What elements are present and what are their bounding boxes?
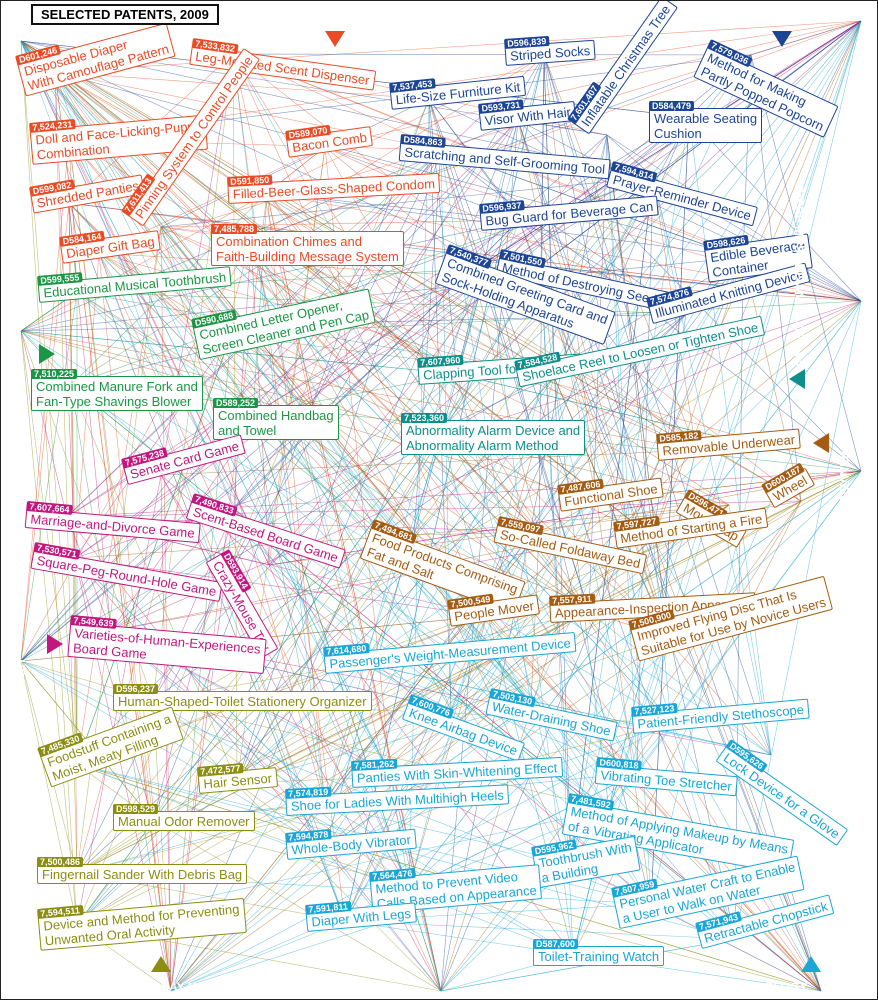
patent-number-badge: D584,479	[649, 101, 695, 111]
patent-number-badge: 7,485,788	[211, 224, 258, 234]
patent-label-line: Combined Manure Fork and	[36, 379, 198, 394]
category-apples-oranges: APPLES AND ORANGES	[9, 204, 23, 345]
patent-number-badge: D596,237	[113, 684, 159, 694]
say-no-more-arrow-icon	[151, 956, 171, 972]
category-at-last: AT LAST!	[789, 8, 843, 22]
patent-number-badge: 7,523,360	[401, 413, 448, 423]
patent-number-badge: D587,600	[533, 939, 579, 949]
category-dqj: DEPARTMENT OF QUESTIONABLE JUDGMENT	[341, 8, 613, 22]
patent-number-badge: 7,500,486	[37, 857, 84, 867]
patent-label-line: Combination Chimes and	[216, 234, 362, 249]
at-last-arrow-icon	[772, 31, 792, 47]
category-say-no-more: SAY NO MORE	[161, 980, 246, 994]
real-life-arrow-icon	[47, 634, 63, 654]
technology-arrow-icon	[801, 956, 821, 972]
category-real-life: WHEN REAL LIFE ISN'T EXCITING ENOUGH	[14, 659, 28, 911]
patent-label-line: Fan-Type Shavings Blower	[36, 394, 192, 409]
diagram-title: SELECTED PATENTS, 2009	[31, 4, 219, 25]
patent-label: Toilet-Training Watch	[533, 946, 665, 966]
patent-label-line: Toilet-Training Watch	[538, 949, 660, 964]
patent-number-badge: D589,252	[213, 398, 259, 408]
patent-label-line: Cushion	[654, 126, 702, 141]
patent-number-badge: 7,510,225	[31, 369, 78, 379]
dqj-arrow-icon	[325, 31, 345, 47]
patent-label: Fingernail Sander With Debris Bag	[37, 864, 248, 884]
patent-label-line: Manual Odor Remover	[118, 814, 250, 829]
easier-way-arrow-icon	[789, 369, 805, 389]
patent-label-line: and Towel	[218, 423, 277, 438]
patent-label-line: Fingernail Sander With Debris Bag	[42, 867, 243, 882]
category-reinventing-wheel: REINVENTING THE WHEEL	[837, 446, 851, 603]
patent-label-line: Human-Shaped-Toilet Stationery Organizer	[118, 694, 367, 709]
patent-label-line: Wearable Seating	[654, 111, 758, 126]
patent-label: Human-Shaped-Toilet Stationery Organizer	[113, 691, 372, 711]
patent-label-line: Faith-Building Message System	[216, 249, 399, 264]
patent-label-line: Abnormality Alarm Method	[406, 438, 559, 453]
patent-label: Manual Odor Remover	[113, 811, 255, 831]
patent-number-badge: D598,529	[113, 804, 159, 814]
wheel-arrow-icon	[813, 433, 829, 453]
patent-label-line: Abnormality Alarm Device and	[406, 423, 581, 438]
patent-label-line: Combined Handbag	[218, 408, 334, 423]
category-we-have-technology: WE HAVE THE TECHNOLOGY	[637, 980, 808, 994]
apples-arrow-icon	[39, 344, 55, 364]
